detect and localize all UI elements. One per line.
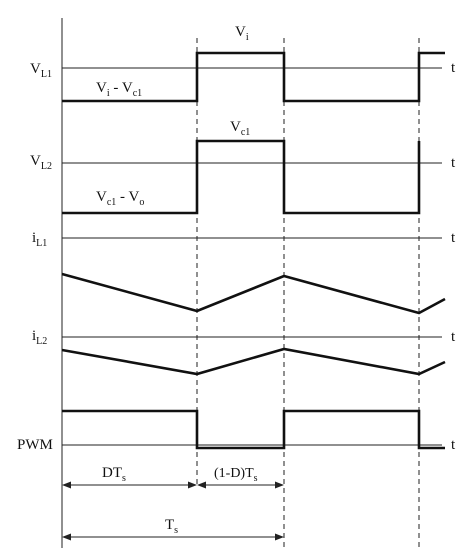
pwm-label: PWM <box>17 437 53 453</box>
vl2-axis-t: t <box>451 155 456 171</box>
vl2-waveform <box>62 139 421 215</box>
vl2-on-label: Vc1 <box>230 119 250 138</box>
dim-on-label: DTs <box>102 465 126 484</box>
dim-period-arrow-left <box>62 533 71 541</box>
il2-axis-t: t <box>451 329 456 345</box>
dim-off-arrow-right <box>275 481 284 489</box>
il2-label: iL2 <box>32 328 47 347</box>
dim-off-arrow-left <box>197 481 206 489</box>
dim-off-label: (1-D)Ts <box>214 466 258 484</box>
il1-label: iL1 <box>32 230 47 249</box>
vl1-off-label: Vi - Vc1 <box>96 80 142 99</box>
dim-period-label: Ts <box>165 517 178 536</box>
il1-axis-t: t <box>451 230 456 246</box>
vl1-on-label: Vi <box>235 24 249 43</box>
vl1-axis-t: t <box>451 60 456 76</box>
dim-period-arrow-right <box>275 533 284 541</box>
vl1-waveform <box>62 51 445 103</box>
vl1-label: VL1 <box>30 61 52 80</box>
pwm-axis-t: t <box>451 437 456 453</box>
il2-waveform <box>61 347 446 376</box>
il1-waveform <box>61 272 446 315</box>
vl2-off-label: Vc1 - Vo <box>96 189 144 208</box>
dim-on-arrow-left <box>62 481 71 489</box>
pwm-waveform <box>62 409 445 450</box>
dim-on-arrow-right <box>188 481 197 489</box>
vl2-label: VL2 <box>30 153 52 172</box>
